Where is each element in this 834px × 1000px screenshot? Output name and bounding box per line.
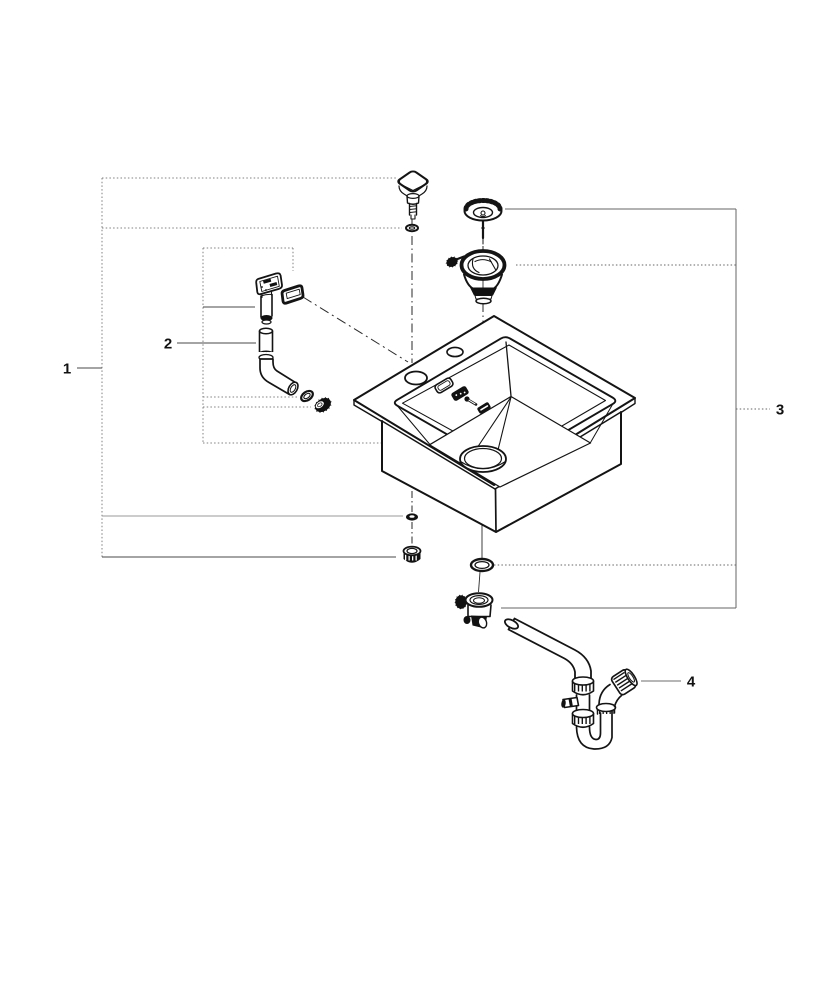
outlet-side-knob xyxy=(463,616,471,624)
callout-1-label: 1 xyxy=(63,361,71,378)
overflow-slot xyxy=(434,377,454,394)
remote-knob-hole xyxy=(446,346,464,358)
knob-stem-tip xyxy=(410,214,416,220)
overflow-tube-upper xyxy=(260,293,273,325)
interior-right-corner xyxy=(590,404,613,443)
trap-collar-upper xyxy=(571,676,595,696)
trap-collar-right xyxy=(595,702,617,715)
basket-funnel-outlet xyxy=(475,297,492,305)
knob-facet-edge xyxy=(399,183,427,192)
plug-hook xyxy=(480,215,486,217)
frame-group-2 xyxy=(202,247,398,444)
overflow-assembly xyxy=(255,272,333,414)
knob-side-facets xyxy=(398,185,428,198)
interior-left-corner xyxy=(397,405,430,445)
overflow-pin xyxy=(464,396,491,414)
interior-back-corner xyxy=(505,341,512,397)
drain-outlet-fitting xyxy=(453,592,494,629)
rim-plate-thickness-left xyxy=(353,399,383,423)
overflow-elbow xyxy=(259,358,299,396)
overflow-axis-diagonal xyxy=(302,296,409,363)
trap-ubend-outer xyxy=(575,710,613,750)
frame-group-1 xyxy=(101,177,403,558)
trap-collar-lower xyxy=(571,708,595,729)
overflow-nut xyxy=(313,396,333,414)
seal-ring xyxy=(469,557,495,573)
overflow-tube-lower xyxy=(257,327,275,362)
lower-washer-hole xyxy=(409,515,415,518)
knob-stem-threads xyxy=(409,205,417,213)
strainer-plug xyxy=(463,198,503,245)
plug-center xyxy=(480,210,486,216)
lower-washer xyxy=(406,513,418,521)
drain-axis-fitting xyxy=(478,571,481,593)
knob-neck xyxy=(406,195,420,205)
knob-cap xyxy=(397,170,429,193)
callout-3-label: 3 xyxy=(776,402,784,419)
siphon-trap xyxy=(503,617,638,750)
trap-ubend-inner xyxy=(588,712,602,741)
floor-crease-left xyxy=(475,396,512,451)
sink-basin xyxy=(353,315,636,533)
basket-inner xyxy=(467,255,499,276)
callout-4-label: 4 xyxy=(687,674,696,691)
overflow-cover-installed xyxy=(451,386,469,401)
basket-flap-detail xyxy=(471,258,497,274)
callout-2-label: 2 xyxy=(164,336,172,353)
knob-washer-inner xyxy=(408,226,416,230)
outlet-bore xyxy=(473,597,485,604)
overflow-cover-plate xyxy=(255,272,283,299)
seal-ring-inner xyxy=(474,560,490,570)
drain-recess-outer xyxy=(459,445,507,473)
basket-funnel-band xyxy=(470,287,497,296)
knob-neck-top xyxy=(406,193,420,200)
locknut-top-inner xyxy=(406,547,418,555)
bowl-plate-junction-left xyxy=(381,420,496,490)
floor-crease-right xyxy=(496,396,512,453)
knob-washer xyxy=(405,223,419,233)
trap-inlet-cap xyxy=(503,618,520,630)
outlet-stub-face xyxy=(477,616,488,629)
plug-crown-inner xyxy=(472,206,494,219)
faucet-hole xyxy=(404,370,428,386)
trap-side-nipple xyxy=(561,696,580,709)
strainer-basket xyxy=(444,249,507,305)
overflow-gasket xyxy=(280,284,305,305)
callouts: 1 2 3 4 xyxy=(63,336,784,691)
outlet-flange-inner xyxy=(469,594,489,605)
drain-remote-knob xyxy=(397,170,429,220)
rim-plate-thickness-right xyxy=(620,397,636,414)
trap-end-nut xyxy=(610,668,638,696)
trap-elbow-edges xyxy=(598,683,623,708)
plug-crown-ribs xyxy=(463,198,503,212)
basket-handle xyxy=(444,255,460,269)
locknut xyxy=(402,545,422,563)
trap-inlet-pipe xyxy=(507,617,592,682)
drain-hole xyxy=(463,447,503,470)
overflow-o-ring xyxy=(300,389,314,403)
bowl-front-corner-edge xyxy=(494,488,497,533)
